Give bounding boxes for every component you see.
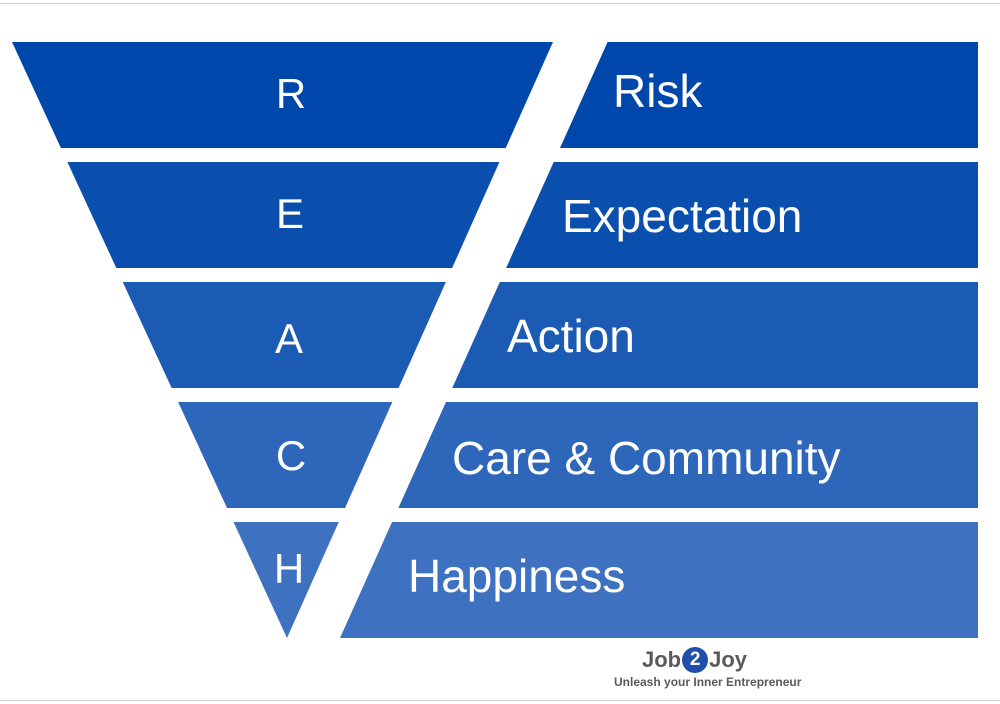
funnel-letter-c: C — [276, 432, 306, 479]
label-band-r — [560, 42, 978, 148]
funnel-letter-a: A — [275, 315, 303, 362]
label-band-e — [506, 162, 978, 268]
logo-number-circle: 2 — [682, 647, 709, 673]
band-word-e: Expectation — [562, 190, 802, 242]
funnel-segment-h — [233, 522, 339, 638]
funnel-letter-r: R — [276, 70, 306, 117]
logo-tagline: Unleash your Inner Entrepreneur — [614, 675, 802, 689]
label-band-c — [398, 402, 979, 508]
label-band-h — [340, 522, 978, 638]
funnel-letter-h: H — [274, 545, 304, 592]
funnel-segment-c — [178, 402, 393, 508]
band-word-r: Risk — [613, 65, 703, 117]
label-band-a — [452, 282, 979, 388]
logo-text-job: Job — [642, 647, 682, 672]
band-word-a: Action — [507, 310, 635, 362]
band-word-h: Happiness — [408, 550, 625, 602]
bottom-border-line — [0, 700, 1000, 701]
funnel-segment-a — [122, 282, 446, 388]
top-border-line — [0, 3, 1000, 4]
logo-wordmark: Job 2 Joy — [642, 646, 747, 674]
funnel-segment-r — [12, 42, 553, 148]
job2joy-logo: Job 2 Joy Unleash your Inner Entrepreneu… — [600, 646, 830, 694]
funnel-segment-e — [67, 162, 500, 268]
funnel-letter-e: E — [276, 190, 304, 237]
logo-text-joy: Joy — [709, 647, 748, 672]
logo-number: 2 — [689, 649, 701, 670]
band-word-c: Care & Community — [452, 432, 841, 484]
